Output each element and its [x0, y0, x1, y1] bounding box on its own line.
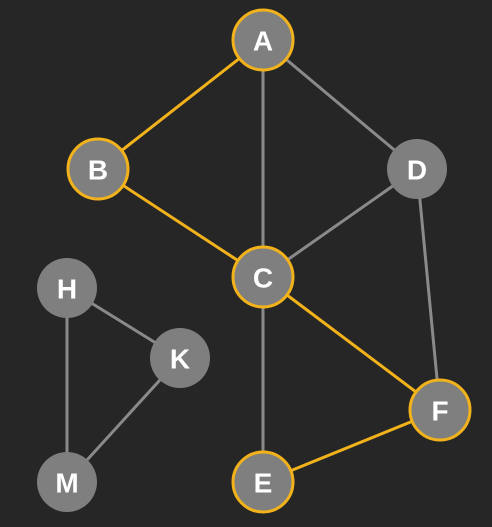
node-e: E — [231, 450, 295, 514]
node-circle-c — [231, 245, 295, 309]
edge-a-b — [96, 38, 265, 171]
edge-f-e — [261, 408, 442, 484]
node-f: F — [408, 378, 472, 442]
node-circle-a — [231, 8, 295, 72]
edge-b-c — [96, 167, 265, 279]
node-circle-m — [37, 452, 97, 512]
edge-a-d — [261, 38, 419, 171]
node-circle-b — [66, 137, 130, 201]
node-b: B — [66, 137, 130, 201]
edge-c-f — [261, 275, 442, 412]
node-h: H — [37, 258, 97, 318]
node-circle-e — [231, 450, 295, 514]
node-k: K — [150, 328, 210, 388]
node-circle-h — [37, 258, 97, 318]
node-circle-k — [150, 328, 210, 388]
nodes-layer: A B C D E F HK M — [37, 8, 472, 514]
node-c: C — [231, 245, 295, 309]
node-circle-f — [408, 378, 472, 442]
node-d: D — [387, 139, 447, 199]
node-a: A — [231, 8, 295, 72]
node-m: M — [37, 452, 97, 512]
edge-d-f — [415, 167, 442, 412]
node-circle-d — [387, 139, 447, 199]
